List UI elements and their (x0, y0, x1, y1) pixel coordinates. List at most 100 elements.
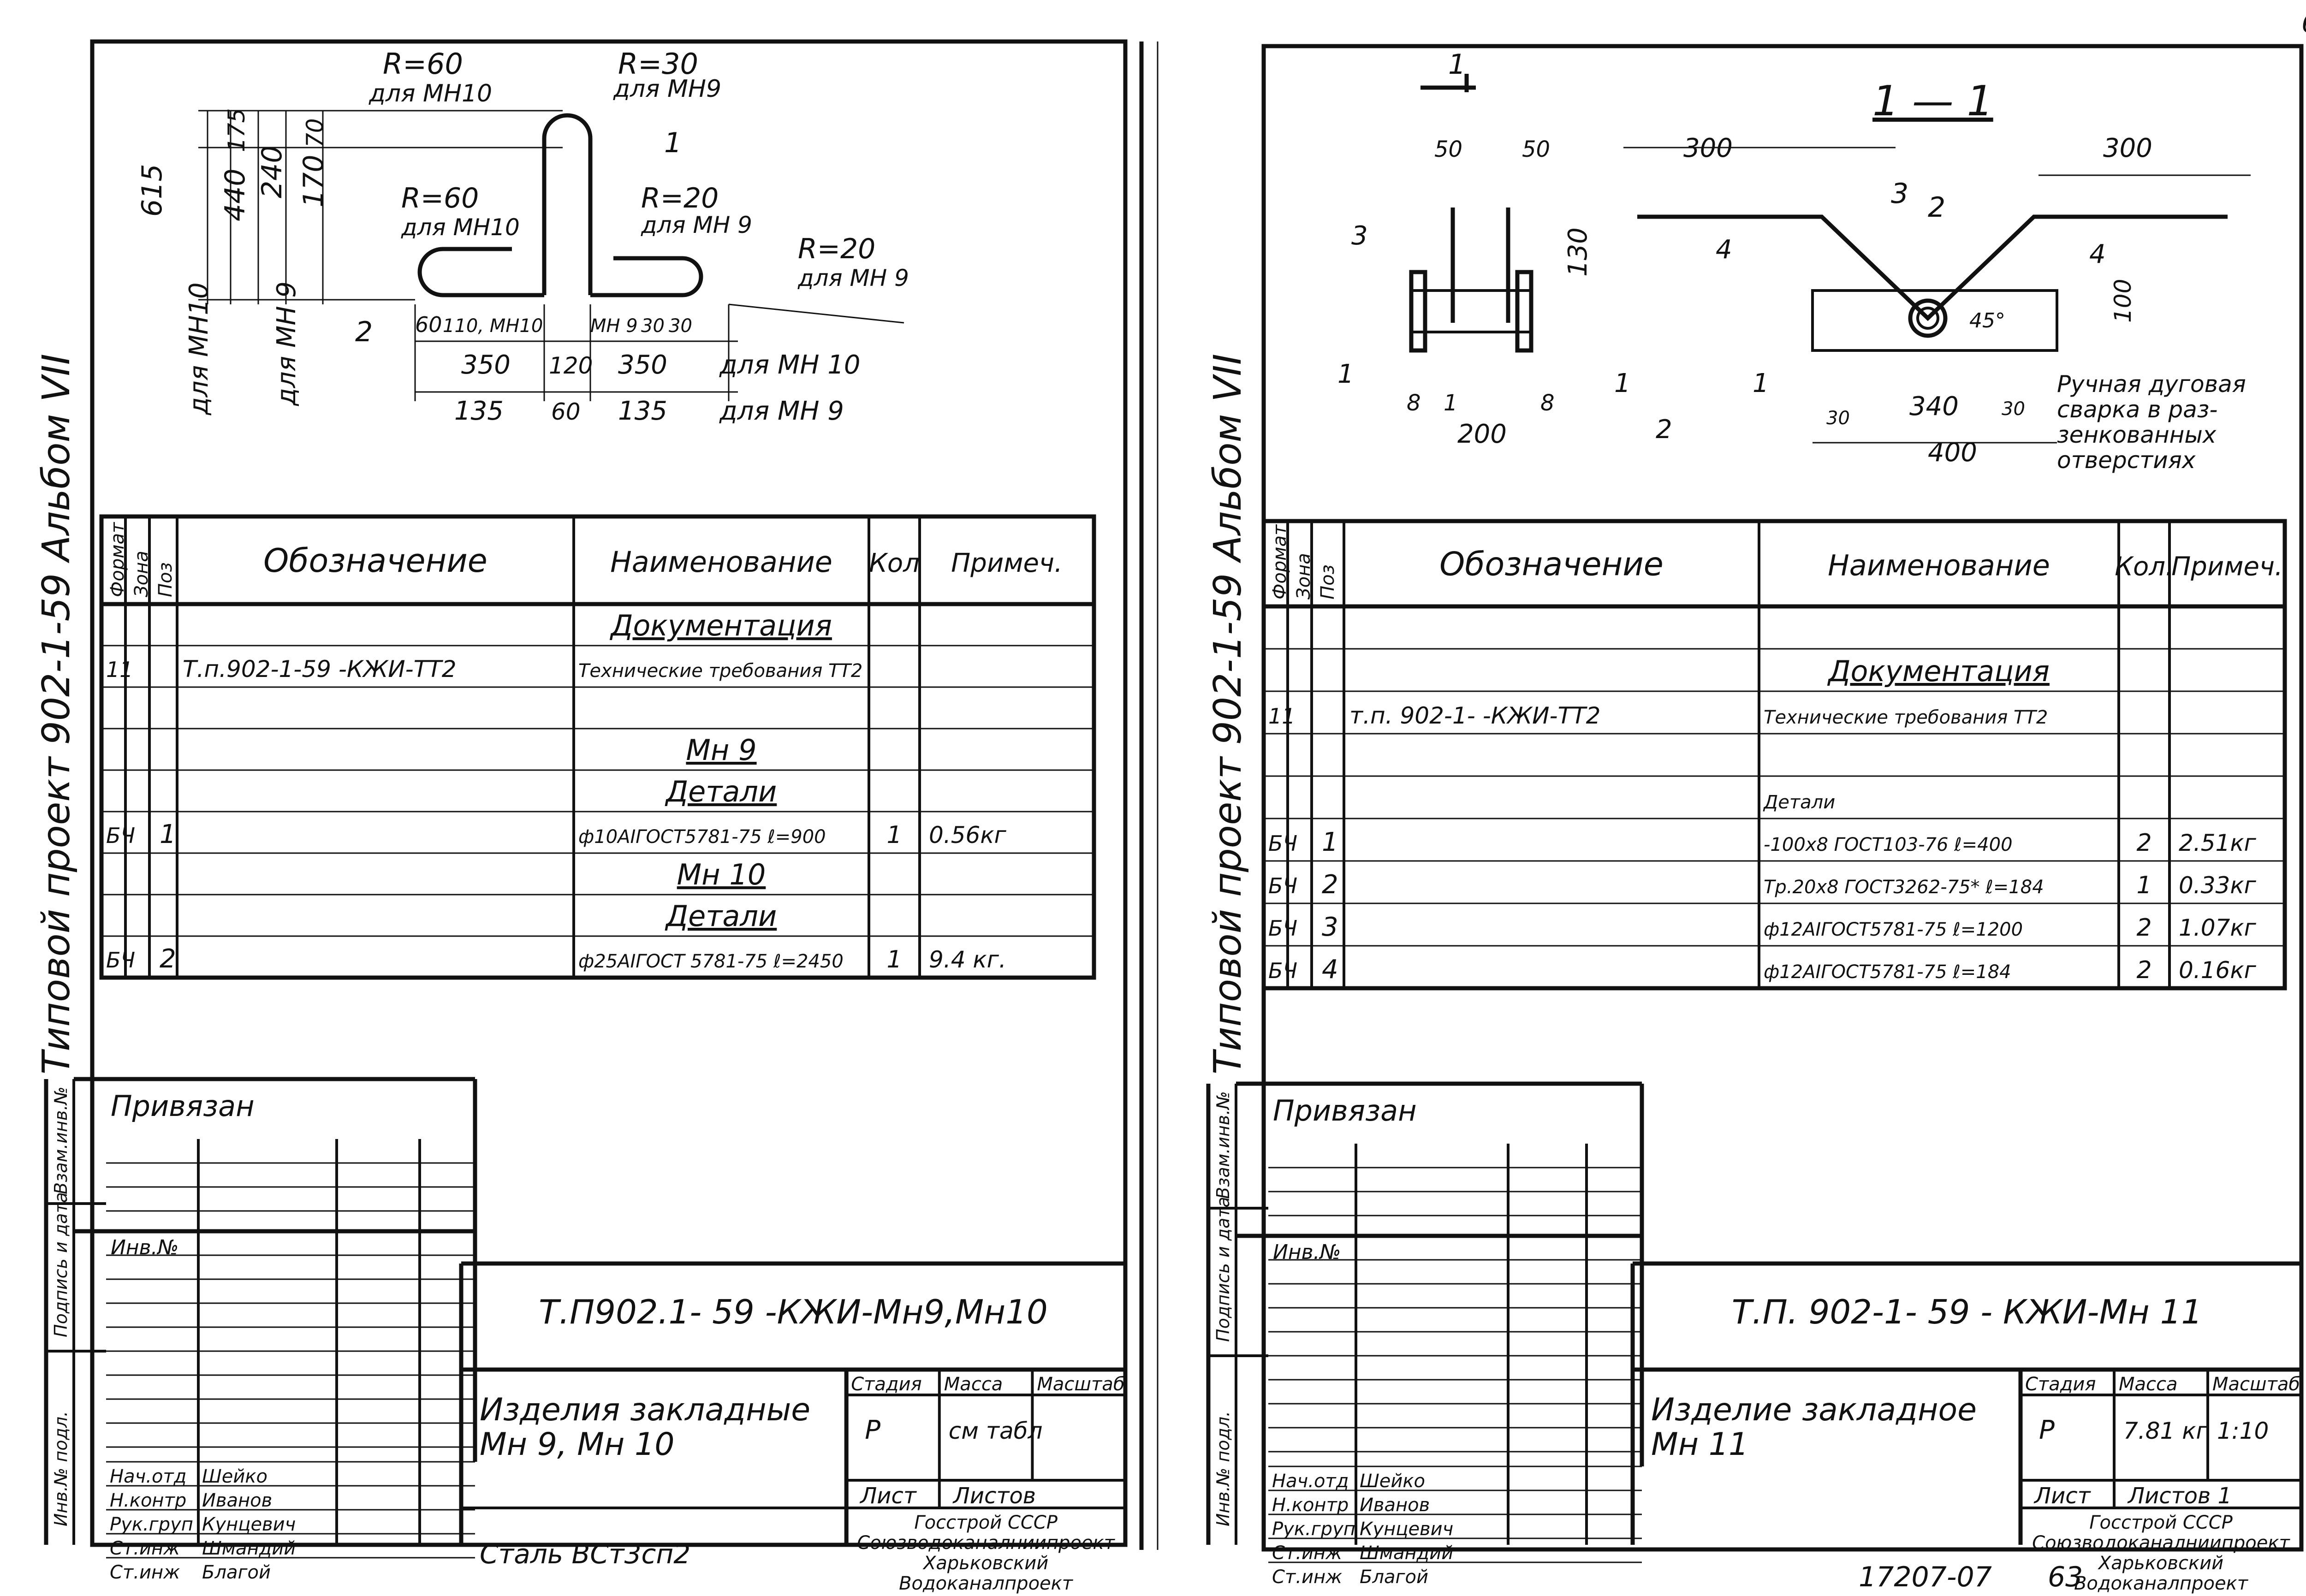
stamp-scale-header: Масштаб (2212, 1374, 2300, 1395)
drawing-rect (90, 39, 1128, 1547)
stamp-role: Рук.груп (1272, 1519, 1355, 1540)
margin-label-signature-date: Подпись и дата (1213, 1197, 1233, 1342)
spec-header-format: Формат (107, 522, 128, 597)
spec-header-designation: Обозначение (263, 542, 487, 580)
stamp-name: Благой (202, 1562, 271, 1583)
drawing-line (728, 303, 904, 324)
dimension-label: 1 (1444, 390, 1458, 416)
dimension-label: R=20 (798, 233, 875, 265)
dimension-label: 170 (297, 154, 330, 208)
stamp-role: Ст.инж (1272, 1543, 1342, 1564)
stamp-role: Н.контр (110, 1490, 186, 1511)
spec-cell-pos: 1 (160, 819, 176, 849)
dimension-label: 615 (136, 164, 168, 217)
stamp-mass-header: Масса (944, 1374, 1003, 1395)
spec-header-name: Наименование (1828, 549, 2050, 582)
spec-cell-format: БЧ (1268, 916, 1297, 941)
spec-cell-name: ф25АIГОСТ 5781-75 ℓ=2450 (578, 951, 844, 972)
dimension-label: 60 (415, 312, 442, 337)
dimension-label: для МН 9 (272, 281, 302, 406)
stamp-org: Водоканалпроект (2074, 1573, 2249, 1594)
stamp-org: Харьковский (922, 1553, 1048, 1574)
margin-label-inv-original: Инв.№ подл. (51, 1411, 71, 1526)
stamp-org: Союзводоканалниипроект (857, 1532, 1115, 1554)
stamp-designation: Т.П902.1- 59 -КЖИ-Мн9,Мн10 (539, 1293, 1048, 1331)
spec-cell-format: БЧ (1268, 958, 1297, 983)
spec-cell-name: Детали (665, 775, 777, 808)
spec-header-format: Формат (1269, 524, 1290, 599)
spec-header-zone: Зона (131, 551, 152, 597)
drawing-rect (1410, 289, 1533, 333)
spec-cell-name: ф10АIГОСТ5781-75 ℓ=900 (578, 826, 826, 848)
spec-cell-name: Тр.20х8 ГОСТ3262-75* ℓ=184 (1764, 877, 2044, 898)
stamp-stage-header: Стадия (2025, 1374, 2096, 1395)
stamp-title: Изделие закладное (1651, 1392, 1977, 1428)
dimension-label: 130 (1563, 227, 1593, 277)
dimension-label: 2 (1656, 415, 1672, 445)
margin-label-replaced-inv: Взам.инв.№ (51, 1086, 71, 1194)
spec-cell-pos: 1 (1322, 827, 1338, 857)
stamp-role: Н.контр (1272, 1495, 1349, 1516)
weld-note: Ручная дуговая (2057, 371, 2246, 398)
dimension-label: для МН 9 (719, 396, 844, 426)
dimension-label: 350 (461, 350, 511, 380)
stamp-scale: 1:10 (2217, 1418, 2269, 1444)
stamp-name: Кунцевич (202, 1514, 296, 1535)
weld-note: зенкованных (2057, 421, 2217, 448)
spec-cell-name: Мн 10 (677, 858, 766, 891)
dimension-label: 45° (1969, 309, 2005, 332)
stamp-sheet-header: Лист (859, 1483, 917, 1509)
spec-cell-designation: Т.п.902-1-59 -КЖИ-ТТ2 (183, 656, 457, 682)
spec-cell-name: Детали (1763, 792, 1835, 813)
spec-cell-designation: т.п. 902-1- -КЖИ-ТТ2 (1349, 702, 1600, 729)
dimension-label: 30 (669, 315, 692, 337)
spec-cell-name: Мн 9 (686, 733, 756, 767)
spec-cell-format: 11 (106, 657, 133, 682)
stamp-mass: 7.81 кг (2123, 1418, 2208, 1444)
spec-cell-name: Технические требования ТТ2 (578, 660, 862, 682)
stamp-mass: см табл (949, 1418, 1043, 1444)
dimension-label: 110, МН10 (443, 315, 543, 337)
dimension-label: для МН10 (184, 282, 214, 415)
dimension-label: 175 (223, 108, 250, 152)
margin-label-signature-date: Подпись и дата (51, 1192, 71, 1337)
stamp-title: Мн 9, Мн 10 (480, 1426, 675, 1463)
dimension-label: 4 (2089, 239, 2106, 269)
spec-cell-format: БЧ (106, 948, 135, 973)
dimension-label: R=60 (383, 47, 463, 81)
stamp-stage-header: Стадия (851, 1374, 921, 1395)
drawing-circle (1908, 298, 1948, 338)
side-label: Типовой проект 902-1-59 Альбом VII (1206, 354, 1250, 1074)
dimension-label: 100 (2110, 279, 2136, 323)
anchor-mn9-right-hook (590, 256, 703, 297)
anchor-mn10-stem (542, 138, 593, 295)
stamp-org: Союзводоканалниипроект (2032, 1532, 2290, 1554)
side-label: Типовой проект 902-1-59 Альбом VII (35, 354, 78, 1074)
stamp-inv-label: Инв.№ (1273, 1240, 1341, 1264)
footer-page: 63 (2048, 1561, 2083, 1593)
spec-cell-name: Технические требования ТТ2 (1764, 707, 2048, 728)
spec-cell-format: БЧ (1268, 831, 1297, 856)
dimension-label: 3 (1891, 178, 1908, 210)
stamp-role: Нач.отд (1272, 1471, 1349, 1492)
stamp-scale-header: Масштаб (1037, 1374, 1124, 1395)
dimension-label: для МН 9 (641, 212, 752, 238)
stamp-org: Водоканалпроект (899, 1573, 1074, 1594)
spec-header-note: Примеч. (951, 548, 1063, 578)
dimension-label: 3 (1351, 221, 1368, 251)
dimension-label: R=60 (401, 182, 479, 214)
spec-cell-format: БЧ (106, 823, 135, 848)
stamp-name: Шмандий (1360, 1543, 1453, 1564)
spec-header-pos: Поз (155, 562, 176, 597)
dimension-label: 70 (302, 118, 328, 148)
spec-cell-qty: 2 (2136, 829, 2151, 857)
dimension-label: 50 (1434, 136, 1462, 162)
stamp-name: Шмандий (202, 1538, 296, 1559)
spec-cell-format: БЧ (1268, 873, 1297, 898)
anchor-mn10-left-hook (417, 247, 544, 297)
spec-header-zone: Зона (1293, 553, 1314, 599)
stamp-sheet-header: Лист (2033, 1483, 2092, 1509)
drawing-circle (1916, 307, 1939, 330)
drawing-rect (1409, 270, 1427, 353)
dimension-label: 240 (256, 145, 288, 198)
